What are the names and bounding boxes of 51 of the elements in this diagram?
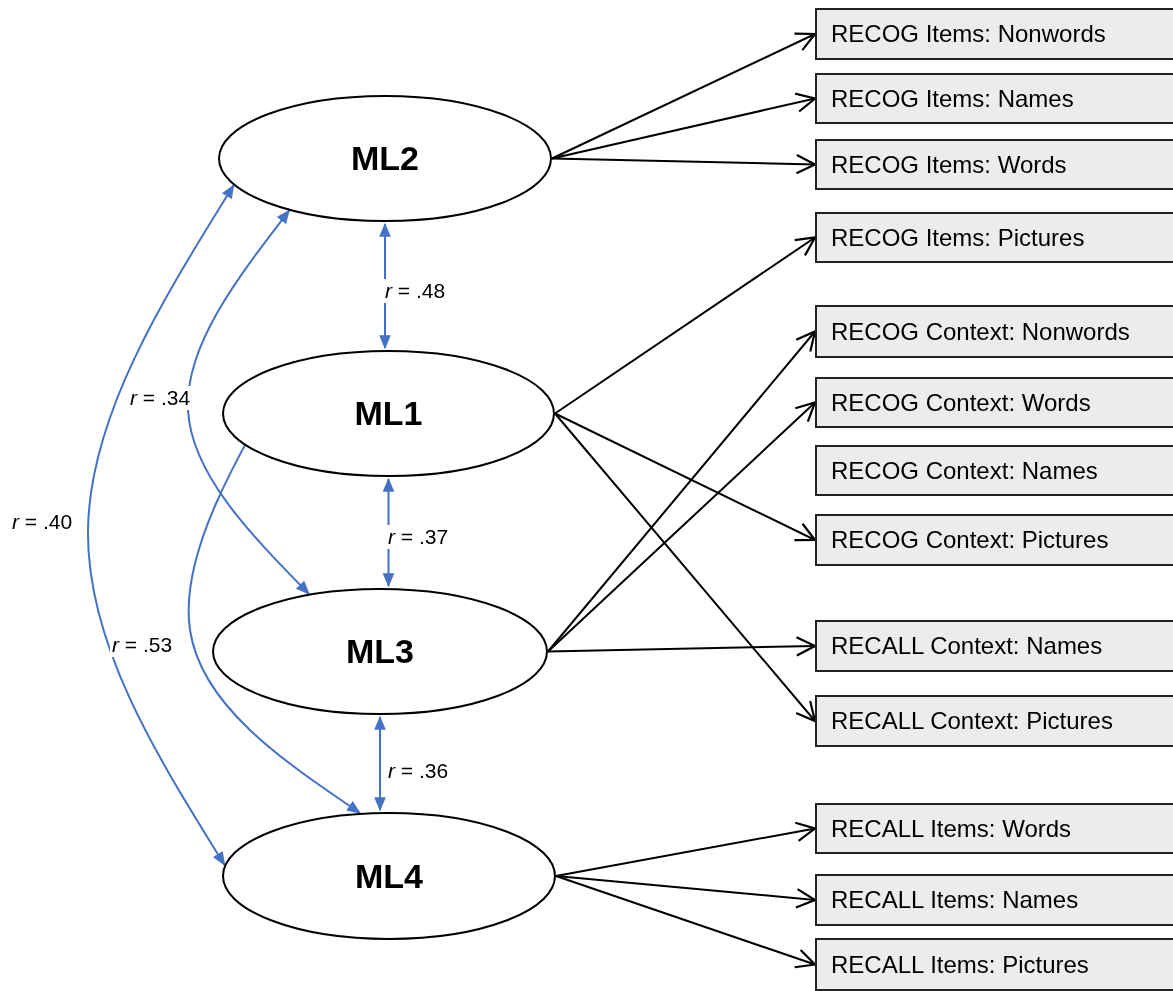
indicator-box <box>815 305 1173 358</box>
arrow <box>555 875 817 969</box>
node-label: RECALL Items: Names <box>831 886 1079 914</box>
arrow <box>551 153 817 175</box>
node-label: RECALL Context: Names <box>831 632 1103 660</box>
edge-label: r = .37 <box>386 525 451 549</box>
indicator-box <box>815 874 1173 926</box>
arrow <box>554 412 817 542</box>
node-label: ML3 <box>346 632 414 671</box>
node-label: RECOG Context: Words <box>831 388 1091 417</box>
edge-label: r = .34 <box>128 386 193 410</box>
node-label: RECOG Context: Nonwords <box>831 317 1130 346</box>
correlation-arrow <box>187 209 310 595</box>
node-label: RECOG Items: Names <box>831 84 1074 113</box>
indicator-box <box>815 73 1173 124</box>
indicator-box <box>815 445 1173 496</box>
arrow <box>547 401 817 653</box>
node-label: ML2 <box>351 139 419 178</box>
indicator-box <box>815 620 1173 672</box>
node-label: RECOG Items: Words <box>831 150 1067 179</box>
latent-variable-ellipse <box>212 588 548 715</box>
latent-variable-ellipse <box>222 350 555 477</box>
node-label: RECALL Context: Pictures <box>831 707 1113 735</box>
indicator-box <box>815 695 1173 747</box>
arrow <box>554 236 817 415</box>
node-label: RECALL Items: Pictures <box>831 950 1089 979</box>
latent-variable-ellipse <box>222 812 556 940</box>
arrow <box>554 412 817 723</box>
arrow <box>551 92 817 160</box>
latent-variable-ellipse <box>218 95 552 222</box>
node-label: ML1 <box>354 394 423 433</box>
arrow <box>555 875 817 909</box>
node-label: RECOG Context: Pictures <box>831 526 1109 554</box>
node-label: RECALL Items: Words <box>831 814 1072 843</box>
edge-label: r = .48 <box>383 279 448 303</box>
indicator-box <box>815 8 1173 60</box>
indicator-box <box>815 938 1173 991</box>
indicator-box <box>815 514 1173 566</box>
indicator-box <box>815 212 1173 263</box>
correlation-arrow <box>87 184 235 866</box>
node-label: RECOG Items: Pictures <box>831 223 1085 252</box>
arrow <box>547 330 817 653</box>
arrow <box>547 636 817 657</box>
arrow <box>551 32 817 160</box>
node-label: ML4 <box>355 856 423 896</box>
indicator-box <box>815 377 1173 428</box>
indicator-box <box>815 139 1173 190</box>
correlation-arrow <box>374 715 386 812</box>
indicator-box <box>815 803 1173 854</box>
node-label: RECOG Context: Names <box>831 456 1098 485</box>
node-label: RECOG Items: Nonwords <box>831 20 1106 48</box>
